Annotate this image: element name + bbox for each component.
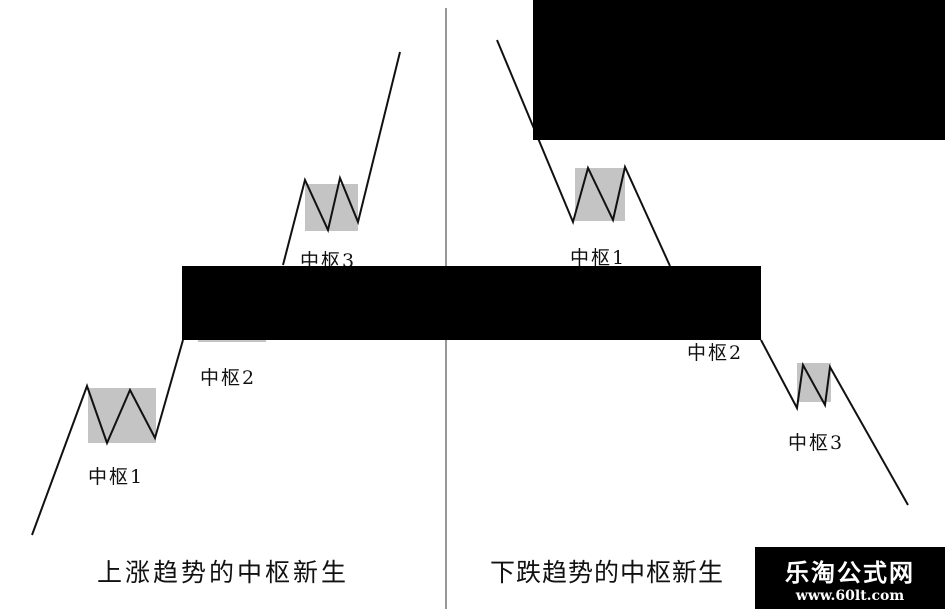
right-zone-2-label: 中枢2: [687, 342, 744, 364]
right-zone-3-label: 中枢3: [788, 432, 845, 454]
right-caption: 下跌趋势的中枢新生: [490, 558, 725, 587]
redaction-block-middle: [182, 266, 761, 340]
left-trend-line-lower: [31, 339, 184, 536]
watermark-title: 乐淘公式网: [785, 559, 915, 587]
redaction-block-top: [533, 0, 945, 140]
right-trend-line-lower: [760, 339, 909, 506]
left-zone-2-label: 中枢2: [200, 367, 257, 389]
left-zone-1: [88, 388, 156, 443]
watermark-url: www.60lt.com: [795, 588, 905, 604]
left-zone-3: [305, 184, 358, 231]
left-zone-1-label: 中枢1: [88, 466, 145, 488]
right-zone-1-label: 中枢1: [570, 247, 627, 269]
left-trend-line-upper: [282, 51, 401, 266]
right-trend-line-upper: [496, 39, 671, 267]
left-caption: 上涨趋势的中枢新生: [97, 558, 350, 587]
watermark: 乐淘公式网 www.60lt.com: [755, 547, 945, 609]
